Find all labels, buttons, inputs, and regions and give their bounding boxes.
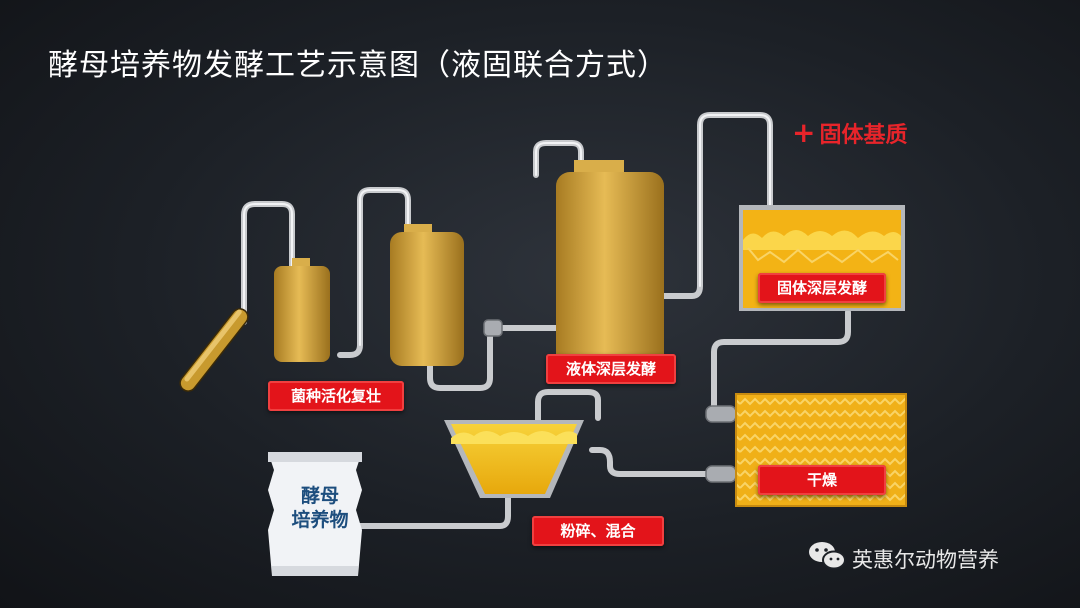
solid-substrate-addon: +固体基质 xyxy=(792,116,907,149)
watermark-text: 英惠尔动物营养 xyxy=(852,548,999,572)
pipe-9 xyxy=(357,485,511,529)
label-solid-fermentation: 固体深层发酵 xyxy=(758,273,886,303)
label-liquid-fermentation: 液体深层发酵 xyxy=(546,354,676,384)
pipe-8 xyxy=(589,447,723,477)
wechat-icon xyxy=(809,542,846,570)
addon-text: 固体基质 xyxy=(819,123,908,148)
label-activation: 菌种活化复壮 xyxy=(268,381,404,411)
pipe-joints xyxy=(483,319,737,483)
bag-label-line2: 培养物 xyxy=(291,509,349,531)
fermenter-tank-small-1 xyxy=(274,258,330,362)
label-drying: 干燥 xyxy=(758,465,886,495)
watermark: 英惠尔动物营养 xyxy=(852,544,999,574)
pipe-6 xyxy=(711,309,851,415)
fermenter-tank-small-2 xyxy=(390,224,464,366)
label-grinding: 粉碎、混合 xyxy=(532,516,664,546)
joint-icon xyxy=(705,405,737,423)
test-tube-icon xyxy=(179,308,249,392)
page-title: 酵母培养物发酵工艺示意图（液固联合方式） xyxy=(48,48,668,83)
joint-icon xyxy=(705,465,737,483)
pipe-7 xyxy=(535,389,601,423)
bag-label: 酵母 培养物 xyxy=(270,484,370,532)
product-bag-icon xyxy=(268,452,362,576)
grinding-hopper xyxy=(444,420,584,498)
joint-icon xyxy=(483,319,503,337)
plus-icon: + xyxy=(792,116,816,149)
bag-label-line1: 酵母 xyxy=(300,485,339,507)
pipe-highlight xyxy=(243,114,771,346)
fermenter-tank-large xyxy=(556,160,664,378)
